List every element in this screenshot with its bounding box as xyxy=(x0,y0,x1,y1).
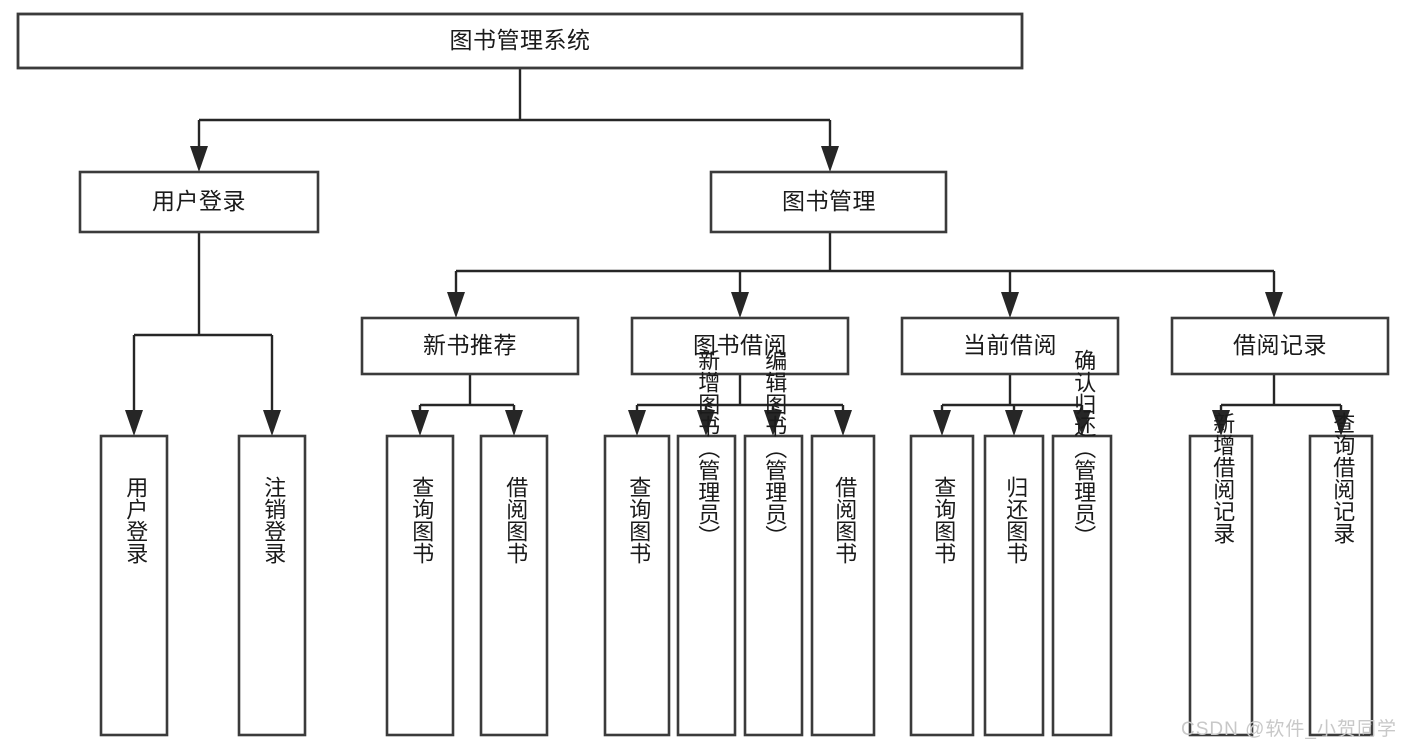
node-book-manage[interactable]: 图书管理 xyxy=(709,170,948,234)
leaf-borrow-book-2-box[interactable] xyxy=(810,434,876,737)
arrow-to-leaf-user-login xyxy=(125,410,143,436)
leaf-node-borrow-book-2[interactable]: 借阅图书 xyxy=(810,434,876,737)
arrow-to-leaf-add-book xyxy=(697,410,715,436)
node-book-borrow[interactable]: 图书借阅 xyxy=(630,316,850,376)
leaf-node-confirm-return[interactable]: 确认归还（管理员） xyxy=(1051,349,1113,737)
leaf-add-record-label: 新增借阅记录 xyxy=(1210,412,1235,544)
arrow-to-borrow-record xyxy=(1265,292,1283,318)
arrow-to-leaf-query-record xyxy=(1332,410,1350,436)
leaf-node-return-book[interactable]: 归还图书 xyxy=(983,434,1045,737)
arrow-to-new-book-rec xyxy=(447,292,465,318)
node-borrow-record-box[interactable] xyxy=(1170,316,1390,376)
leaf-return-book-box[interactable] xyxy=(983,434,1045,737)
leaf-return-book-label: 归还图书 xyxy=(1003,476,1028,564)
leaf-confirm-return-box[interactable] xyxy=(1051,434,1113,737)
leaf-query-record-label: 查询借阅记录 xyxy=(1330,412,1355,544)
node-book-manage-label: 图书管理 xyxy=(782,188,876,214)
node-current-borrow-box[interactable] xyxy=(900,316,1120,376)
node-new-book-rec-box[interactable] xyxy=(360,316,580,376)
node-root[interactable]: 图书管理系统 xyxy=(16,12,1024,70)
node-root-box[interactable] xyxy=(16,12,1024,70)
leaf-logout-box[interactable] xyxy=(237,434,307,737)
arrow-to-leaf-borrow-book-2 xyxy=(834,410,852,436)
leaf-user-login-box[interactable] xyxy=(99,434,169,737)
leaf-query-book-2-box[interactable] xyxy=(603,434,671,737)
leaf-node-edit-book[interactable]: 编辑图书（管理员） xyxy=(743,349,804,737)
leaf-node-user-login[interactable]: 用户登录 xyxy=(99,434,169,737)
arrow-to-leaf-return-book xyxy=(1005,410,1023,436)
leaf-node-add-record[interactable]: 新增借阅记录 xyxy=(1188,412,1254,737)
leaf-node-add-book[interactable]: 新增图书（管理员） xyxy=(676,349,737,737)
leaf-borrow-book-2-label: 借阅图书 xyxy=(832,476,857,564)
arrow-to-book-borrow xyxy=(731,292,749,318)
arrow-to-leaf-query-book-2 xyxy=(628,410,646,436)
node-user-login[interactable]: 用户登录 xyxy=(78,170,320,234)
connector-layer xyxy=(125,68,1350,436)
arrow-to-leaf-confirm-return xyxy=(1073,410,1091,436)
leaf-add-book-box[interactable] xyxy=(676,434,737,737)
leaf-query-record-box[interactable] xyxy=(1308,434,1374,737)
arrow-to-leaf-add-record xyxy=(1212,410,1230,436)
leaf-node-query-book-2[interactable]: 查询图书 xyxy=(603,434,671,737)
leaf-node-query-record[interactable]: 查询借阅记录 xyxy=(1308,412,1374,737)
node-book-borrow-box[interactable] xyxy=(630,316,850,376)
arrow-to-current-borrow xyxy=(1001,292,1019,318)
leaf-edit-book-box[interactable] xyxy=(743,434,804,737)
node-borrow-record[interactable]: 借阅记录 xyxy=(1170,316,1390,376)
leaf-query-book-2-label: 查询图书 xyxy=(626,476,651,564)
leaf-edit-book-label: 编辑图书（管理员） xyxy=(762,349,787,547)
node-book-borrow-label: 图书借阅 xyxy=(693,332,787,358)
node-current-borrow[interactable]: 当前借阅 xyxy=(900,316,1120,376)
leaf-borrow-book-1-label: 借阅图书 xyxy=(503,476,528,564)
leaf-query-book-1-box[interactable] xyxy=(385,434,455,737)
node-book-manage-box[interactable] xyxy=(709,170,948,234)
leaf-logout-label: 注销登录 xyxy=(261,476,286,564)
arrow-to-leaf-borrow-book-1 xyxy=(505,410,523,436)
leaf-node-logout[interactable]: 注销登录 xyxy=(237,434,307,737)
node-user-login-label: 用户登录 xyxy=(152,188,246,214)
leaf-node-query-book-3[interactable]: 查询图书 xyxy=(909,434,975,737)
node-new-book-rec[interactable]: 新书推荐 xyxy=(360,316,580,376)
leaf-query-book-3-label: 查询图书 xyxy=(931,476,956,564)
leaf-node-borrow-book-1[interactable]: 借阅图书 xyxy=(479,434,549,737)
arrow-to-leaf-query-book-3 xyxy=(933,410,951,436)
leaf-add-record-box[interactable] xyxy=(1188,434,1254,737)
node-new-book-rec-label: 新书推荐 xyxy=(423,332,517,358)
node-borrow-record-label: 借阅记录 xyxy=(1233,332,1327,358)
leaf-add-book-label: 新增图书（管理员） xyxy=(695,349,720,547)
leaf-node-query-book-1[interactable]: 查询图书 xyxy=(385,434,455,737)
leaf-query-book-1-label: 查询图书 xyxy=(409,476,434,564)
leaf-confirm-return-label: 确认归还（管理员） xyxy=(1071,349,1096,547)
arrow-to-leaf-query-book-1 xyxy=(411,410,429,436)
arrow-to-user-login xyxy=(190,146,208,172)
node-current-borrow-label: 当前借阅 xyxy=(963,332,1057,358)
node-root-label: 图书管理系统 xyxy=(450,27,591,53)
arrow-to-leaf-logout xyxy=(263,410,281,436)
node-user-login-box[interactable] xyxy=(78,170,320,234)
leaf-query-book-3-box[interactable] xyxy=(909,434,975,737)
leaf-user-login-label: 用户登录 xyxy=(123,476,148,564)
leaf-borrow-book-1-box[interactable] xyxy=(479,434,549,737)
leaf-layer: 用户登录 注销登录 查询图书 借阅图书 查询图书 新增图书（管理员） xyxy=(99,349,1374,737)
arrow-to-leaf-edit-book xyxy=(764,410,782,436)
arrow-to-book-manage xyxy=(821,146,839,172)
